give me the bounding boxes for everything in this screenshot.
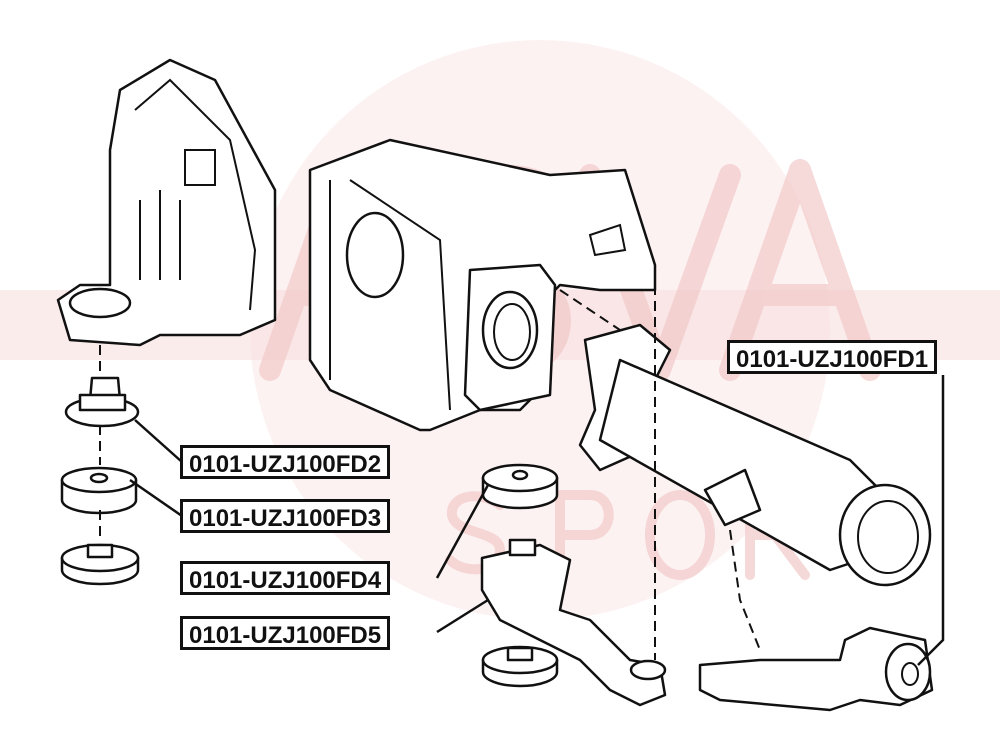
cover-housing [56,58,277,347]
bushing-fd4 [481,463,559,510]
leader-fd1 [917,375,945,666]
axle-tube [578,323,932,587]
bracket-fd1 [698,626,934,712]
part-label-fd1[interactable]: 0101-UZJ100FD1 [727,340,938,374]
washer-center [481,645,559,688]
bushing-fd3 [60,466,138,515]
differential-carrier [308,138,657,432]
leader-fd4 [435,484,490,579]
part-label-fd2[interactable]: 0101-UZJ100FD2 [180,445,391,479]
part-label-fd3[interactable]: 0101-UZJ100FD3 [180,499,391,533]
part-label-fd4[interactable]: 0101-UZJ100FD4 [180,561,391,595]
alignment-line-center [559,285,761,660]
leader-fd5 [436,598,489,634]
leader-fd3 [129,478,183,518]
leader-fd2 [134,419,183,463]
bushing-fd2 [64,376,140,428]
mount-arm-fd5 [480,538,667,707]
part-label-fd5[interactable]: 0101-UZJ100FD5 [180,616,391,650]
washer-left [60,543,140,586]
